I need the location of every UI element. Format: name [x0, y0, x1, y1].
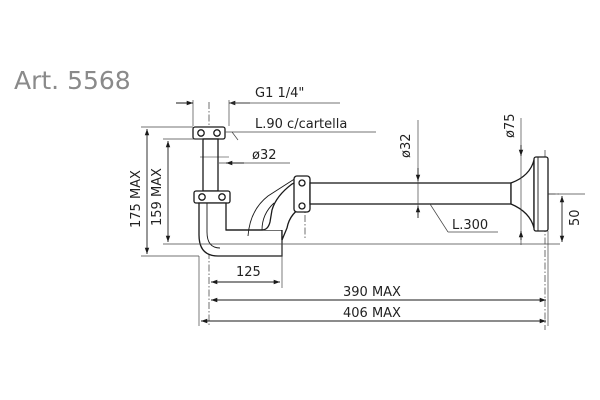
width-406-label: 406 MAX	[343, 306, 401, 321]
dim-125-label: 125	[236, 265, 261, 280]
diameter-32-top-label: ø32	[399, 134, 414, 159]
width-390-label: 390 MAX	[343, 285, 401, 300]
length-300-label: L.300	[452, 218, 488, 233]
dimension-lines	[141, 100, 585, 326]
siphon-body	[192, 126, 549, 257]
diameter-32-left-label: ø32	[252, 148, 277, 163]
dim-50-label: 50	[568, 209, 583, 226]
thread-label: G1 1/4"	[255, 86, 304, 101]
nut-label: L.90 c/cartella	[255, 117, 347, 132]
height-175-label: 175 MAX	[129, 170, 144, 228]
dimension-labels: G1 1/4" L.90 c/cartella ø32 ø32 ø75 175 …	[129, 86, 583, 321]
article-title: Art. 5568	[14, 66, 131, 95]
diameter-75-label: ø75	[503, 114, 518, 139]
height-159-label: 159 MAX	[150, 168, 165, 226]
